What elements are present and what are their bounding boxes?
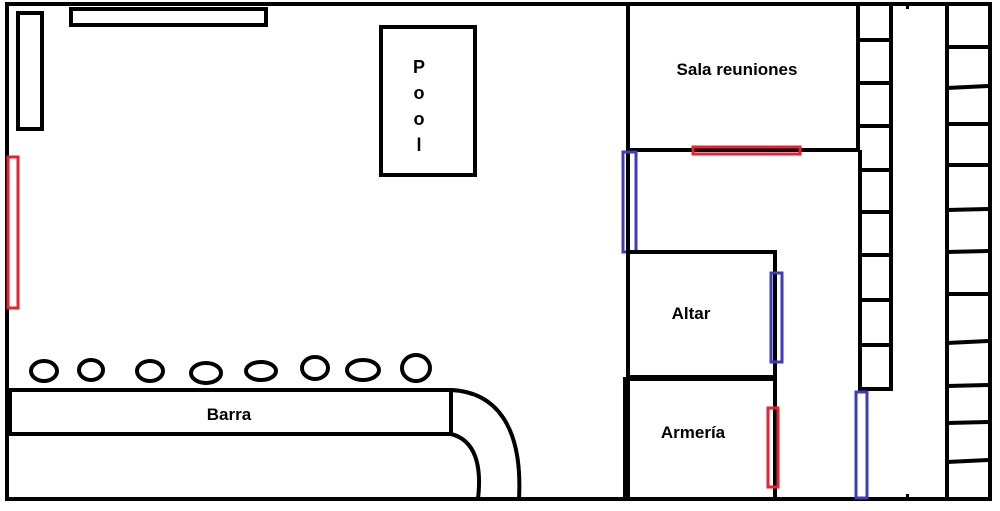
wall-dot (906, 494, 909, 499)
bar-stool (400, 353, 432, 383)
bar-stool (135, 359, 165, 383)
corridor-exit-door-blue (854, 390, 869, 500)
stair-step (946, 383, 989, 388)
bar-counter-curve-inner (450, 432, 482, 500)
armory-door-red (766, 406, 780, 489)
wall-dot (906, 5, 909, 9)
altar-door-blue (769, 271, 784, 364)
stair-step (946, 207, 989, 212)
pool-letter-2: o (414, 83, 425, 103)
left-shelf (16, 11, 44, 131)
armory-label: Armería (661, 423, 726, 442)
meeting-room-label: Sala reuniones (677, 60, 798, 79)
stair-step (946, 458, 989, 464)
staircase-left (858, 4, 893, 391)
stair-step (946, 420, 989, 425)
bar-stool (29, 359, 59, 383)
stair-step (946, 84, 989, 90)
outer-wall (5, 2, 992, 501)
stair-step (946, 249, 989, 254)
pool-letter-1: P (413, 57, 425, 77)
top-shelf (69, 7, 268, 27)
pool-table (379, 25, 477, 177)
pool-letter-4: l (416, 135, 421, 155)
bar-stool (345, 358, 381, 382)
wall-dots (906, 5, 909, 499)
meeting-room-door-red (691, 145, 802, 156)
altar-label: Altar (672, 304, 711, 323)
bar-counter-curve-outer (450, 388, 522, 500)
left-door-red (6, 155, 20, 310)
bar-stool (77, 358, 105, 382)
bar-stool (244, 360, 278, 382)
armory-room (623, 377, 777, 501)
pool-letter-3: o (414, 109, 425, 129)
pool-label: P o o l (413, 57, 425, 155)
bar-stool (300, 355, 330, 381)
bar-counter (8, 388, 453, 436)
bar-label: Barra (207, 405, 252, 424)
stair-step (946, 339, 989, 345)
staircase-right (945, 4, 989, 499)
bar-stool (189, 361, 223, 385)
bar-stools (29, 353, 432, 385)
